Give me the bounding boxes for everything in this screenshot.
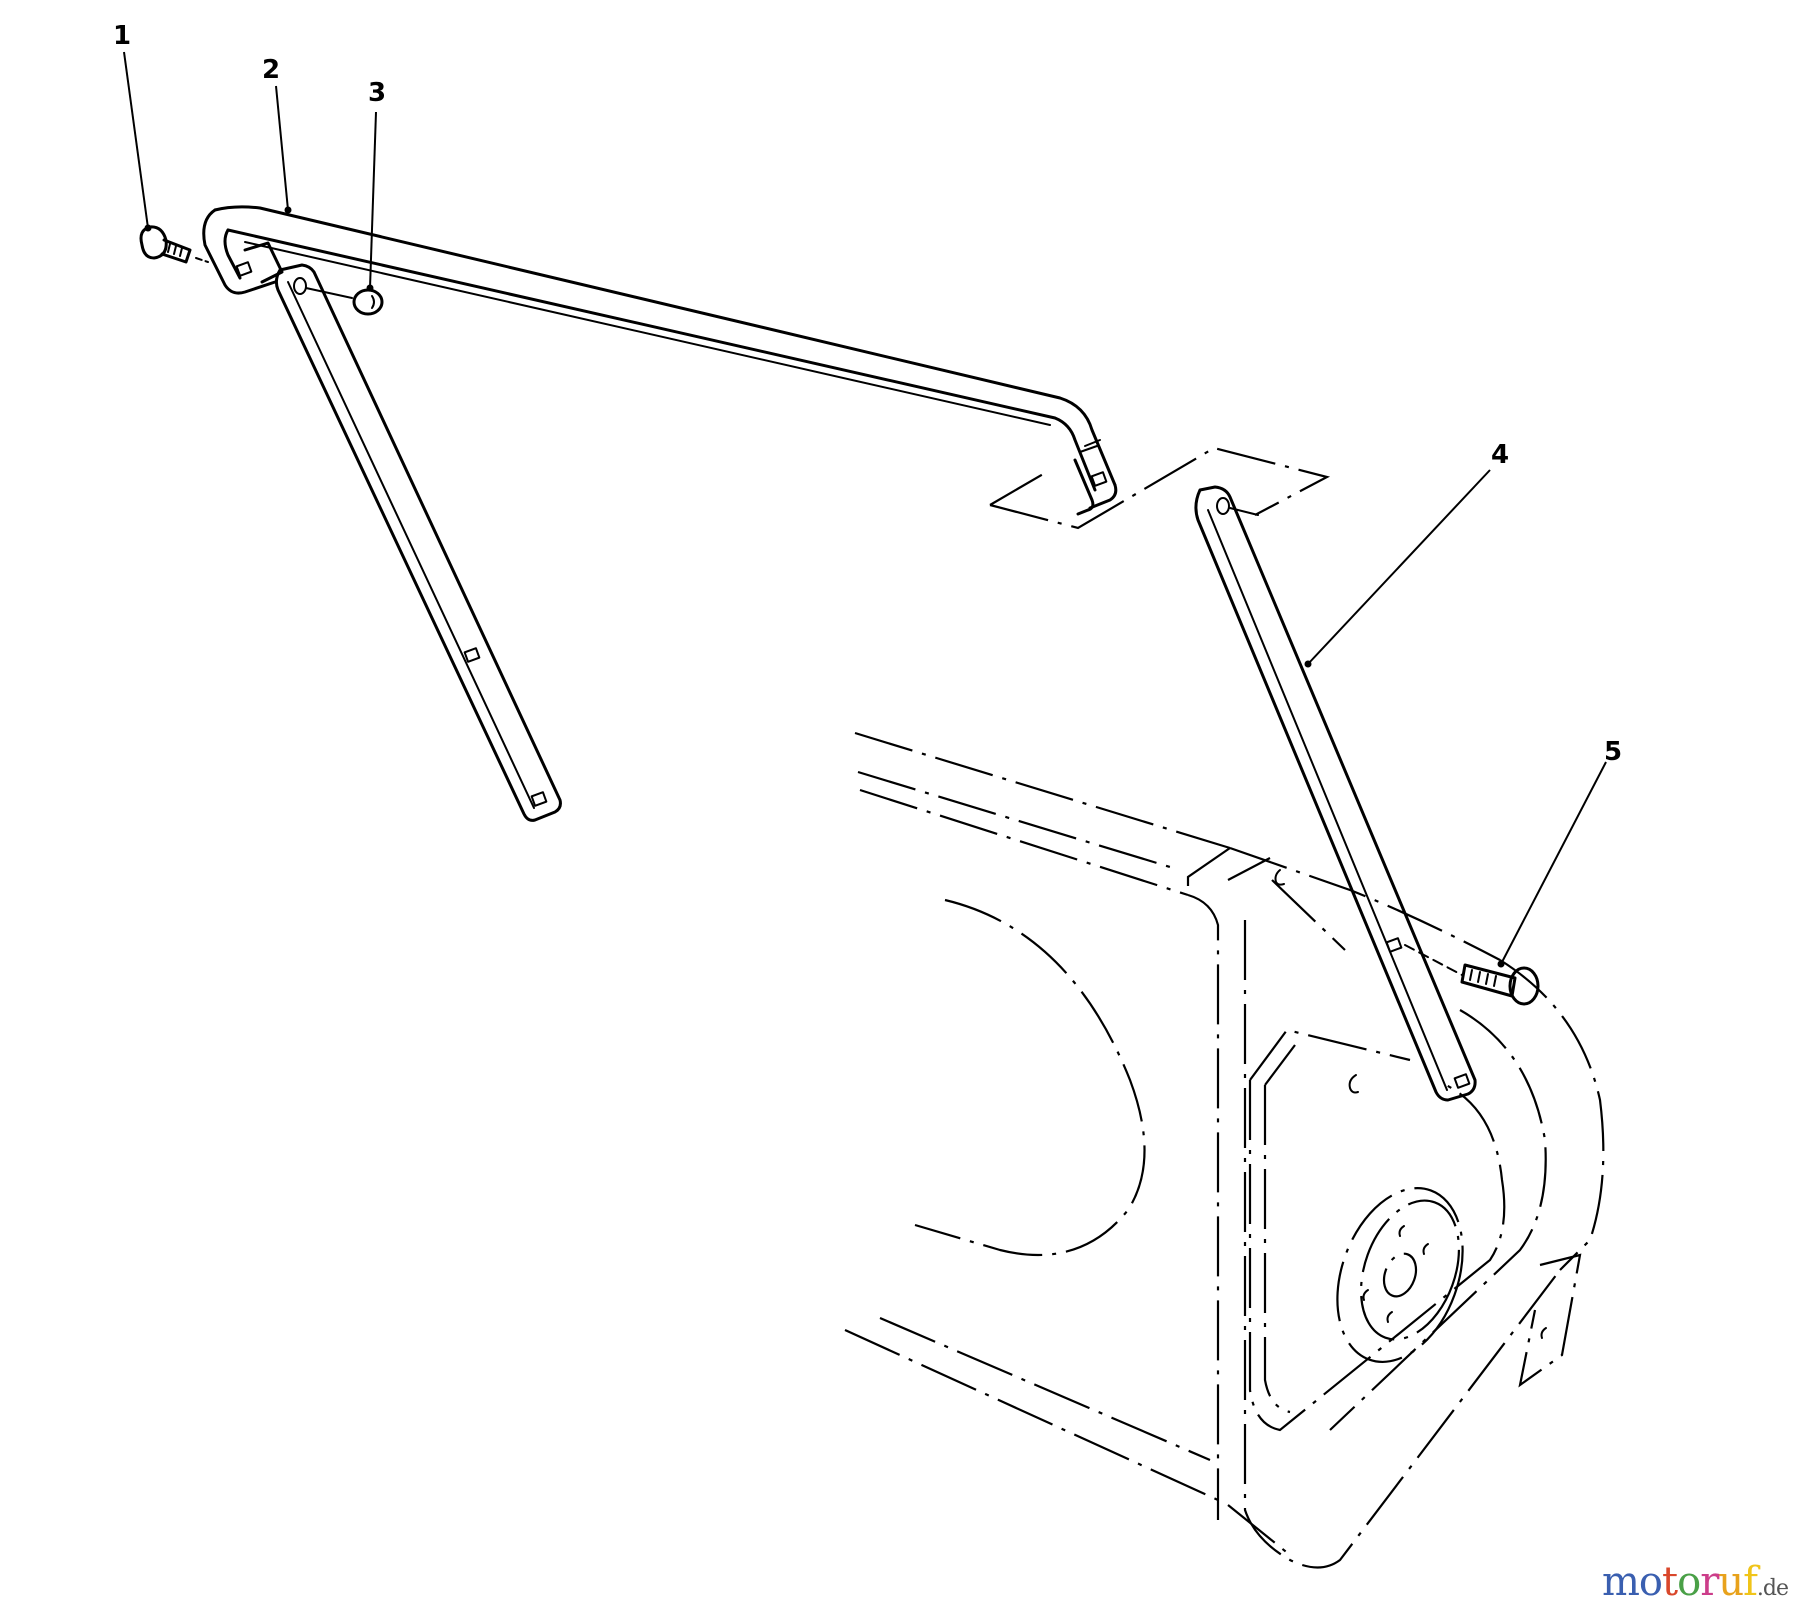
watermark-letter: t [1662,1559,1678,1605]
watermark-logo: motoruf.de [1601,1559,1789,1605]
watermark-letter: u [1718,1559,1744,1605]
callout-5: 5 [1603,737,1623,767]
watermark-tld: .de [1756,1576,1789,1601]
right-brace-part [1194,485,1477,1102]
nut-part [305,287,384,316]
leader-lines [123,51,1607,968]
watermark-letter: o [1677,1559,1701,1605]
left-brace-part [274,263,562,822]
callout-4: 4 [1490,440,1510,470]
callout-3: 3 [367,78,387,108]
handle-bar-part [202,205,1118,516]
callout-2: 2 [261,55,281,85]
mounting-plate-phantom [989,446,1331,530]
housing-phantom [844,731,1605,1569]
left-bolt-part [139,225,209,264]
callout-1: 1 [112,21,132,51]
watermark-letter: f [1743,1559,1758,1605]
watermark-letter: m [1601,1559,1640,1605]
watermark-letter: o [1638,1559,1663,1605]
right-bolt-part [1404,944,1540,1006]
watermark-letter: r [1700,1559,1719,1605]
